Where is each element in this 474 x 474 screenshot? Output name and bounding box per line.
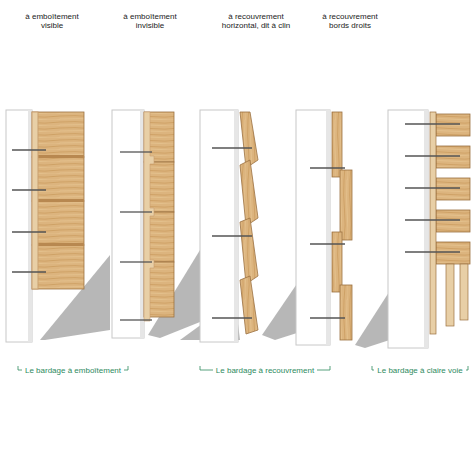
type-label: à recouvrement horizontal, dit à clin bbox=[215, 12, 297, 30]
group-label: Le bardage à recouvrement bbox=[213, 366, 317, 375]
type-label: à emboîtement visible bbox=[21, 12, 83, 30]
group-label: Le bardage à claire voie bbox=[374, 366, 465, 375]
group-label: Le bardage à emboîtement bbox=[22, 366, 124, 375]
type-label: à emboîtement invisible bbox=[119, 12, 181, 30]
type-label: à recouvrement bords droits bbox=[315, 12, 385, 30]
